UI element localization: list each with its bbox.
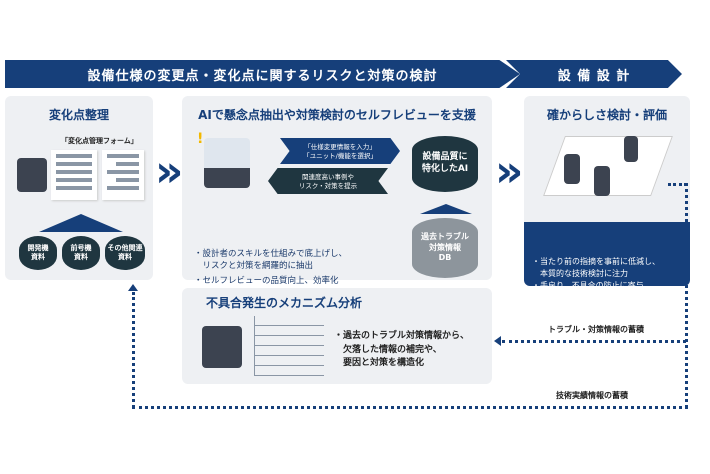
db-prev-docs: 前号機 資料 — [62, 236, 100, 270]
trouble-flow-line — [502, 340, 686, 343]
db-other-docs: その他関連 資料 — [105, 236, 145, 270]
right-bullets: ・当たり前の指摘を事前に低減し、 本質的な技術検討に注力・手戻り、不具合の防止に… — [524, 222, 690, 290]
bullet-item: ・セルフレビューの品質向上、効率化 — [194, 276, 339, 286]
up-triangle-icon — [39, 214, 123, 232]
form-sheet-icon — [51, 150, 97, 200]
meeting-person — [594, 166, 610, 196]
ai-review-panel: AIで懸念点抽出や対策検討のセルフレビューを支援 ! 「仕様変更情報を入力」「ユ… — [182, 96, 492, 286]
change-point-panel: 変化点整理 「変化点管理フォーム」 開発機 資料 前号機 資料 その他関連 資料 — [5, 96, 153, 280]
panel-title: 不具合発生のメカニズム分析 — [206, 296, 363, 310]
arrow-left-icon — [494, 336, 501, 346]
analyst-illustration — [202, 326, 242, 368]
chevron-right-icon: » — [155, 146, 184, 197]
trouble-database: 過去トラブル 対策情報 DB — [412, 218, 478, 278]
mechanism-text: ・過去のトラブル対策情報から、 欠落した情報の補完や、 要因と対策を構造化 — [334, 331, 470, 368]
input-arrow: 「仕様変更情報を入力」「ユニット/機能を選択」 — [280, 138, 400, 164]
arrow-in-line: 「仕様変更情報を入力」 — [304, 143, 376, 151]
header-band-design: 設 備 設 計 — [506, 60, 682, 88]
up-triangle-icon — [420, 204, 472, 214]
panel-title: 確からしさ検討・評価 — [546, 108, 667, 122]
tech-flow-line — [132, 406, 688, 409]
bullet-item: ・設計者のスキルを仕組みで底上げし、 リスクと対策を網羅的に抽出 — [194, 248, 348, 272]
bullet-item: ・手戻り、不具合の防止に寄与 — [532, 281, 644, 290]
header-main-title: 設備仕様の変更点・変化点に関するリスクと対策の検討 — [87, 68, 438, 84]
tech-flow-label: 技術実績情報の蓄積 — [556, 391, 628, 400]
mechanism-analysis-panel: 不具合発生のメカニズム分析 ・過去のトラブル対策情報から、 欠落した情報の補完や… — [182, 288, 492, 384]
evaluation-panel: 確からしさ検討・評価 ・当たり前の指摘を事前に低減し、 本質的な技術検討に注力・… — [524, 96, 690, 290]
header-band-main: 設備仕様の変更点・変化点に関するリスクと対策の検討 — [5, 60, 520, 88]
output-arrow: 関連度高い事例やリスク・対策を提示 — [268, 168, 388, 194]
trouble-flow-label: トラブル・対策情報の蓄積 — [548, 325, 644, 334]
panel-title: AIで懸念点抽出や対策検討のセルフレビューを支援 — [198, 108, 476, 122]
designer-screen-illustration — [204, 138, 250, 188]
arrow-in-line: 「ユニット/機能を選択」 — [303, 152, 377, 161]
header-design-title: 設 備 設 計 — [557, 68, 631, 84]
tree-diagram-icon — [254, 316, 324, 376]
tree-sheet-icon — [102, 150, 144, 200]
ai-database: 設備品質に 特化したAI — [412, 136, 478, 192]
db-dev-docs: 開発機 資料 — [19, 236, 57, 270]
arrow-up-icon — [128, 284, 138, 291]
meeting-person — [624, 136, 638, 162]
designer-illustration — [17, 158, 47, 192]
tech-flow-vertical — [132, 292, 135, 408]
form-label: 「変化点管理フォーム」 — [61, 137, 138, 145]
warning-icon: ! — [197, 131, 204, 147]
feedback-line-vertical — [685, 183, 688, 408]
feedback-line-top — [668, 183, 687, 186]
middle-bullets: ・設計者のスキルを仕組みで底上げし、 リスクと対策を網羅的に抽出・セルフレビュー… — [194, 222, 406, 288]
chevron-right-icon: » — [495, 146, 524, 197]
panel-title: 変化点整理 — [48, 108, 109, 122]
arrow-out-line: リスク・対策を提示 — [298, 182, 358, 191]
arrow-out-line: 関連度高い事例や — [302, 173, 354, 181]
meeting-person — [564, 154, 580, 184]
bullet-item: ・当たり前の指摘を事前に低減し、 本質的な技術検討に注力 — [532, 257, 660, 278]
